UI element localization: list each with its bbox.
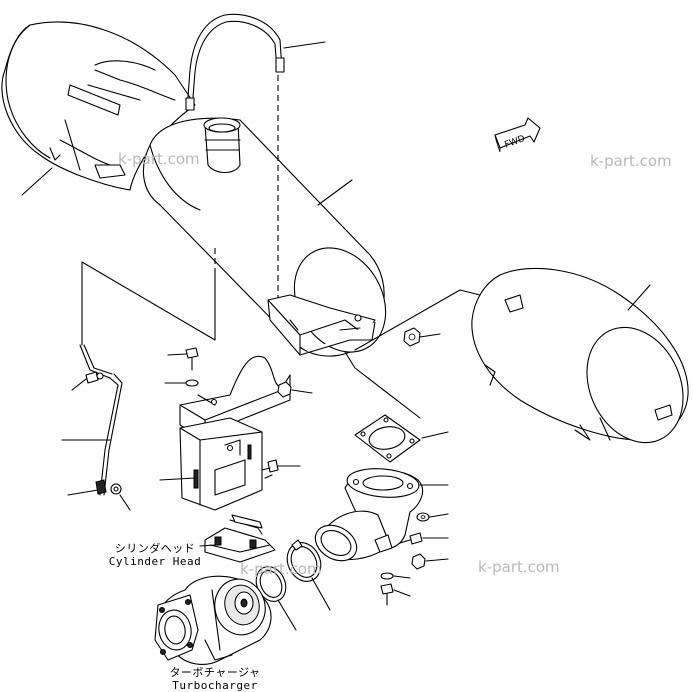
watermark-1: k-part.com [118, 150, 200, 168]
bottom-washer [380, 572, 394, 580]
washer [185, 379, 199, 387]
right-insulation-cover [471, 267, 689, 444]
lower-bracket-leader-line [159, 477, 196, 481]
muffler-leader-line [317, 179, 353, 206]
clip-leader-line [119, 494, 131, 511]
cylinder-head-label: シリンダヘッド Cylinder Head [100, 542, 210, 568]
cylinder-head-label-jp: シリンダヘッド [114, 542, 196, 555]
turbocharger-label-jp: ターボチャージャ [169, 666, 261, 679]
hex-nut-leader-line [291, 389, 313, 394]
seal-ring-leader-line [277, 599, 297, 631]
saddle-bracket [179, 355, 291, 441]
nut-leader-line [419, 333, 441, 338]
elbow-washer [416, 512, 430, 522]
elbow-washer-leader [429, 513, 449, 518]
bracket-group-outline [81, 261, 216, 341]
flange-nut [403, 327, 421, 347]
cover-callout-line [354, 289, 481, 351]
watermark-2: k-part.com [590, 152, 672, 170]
clamp-leader-line [311, 577, 331, 611]
cylinder-head-leader [199, 544, 216, 547]
turbocharger-label: ターボチャージャ Turbocharger [160, 666, 270, 692]
fwd-arrow-icon [494, 117, 541, 153]
elbow-nut [411, 553, 426, 570]
gasket-leader-line [421, 431, 449, 439]
exhaust-gasket [354, 414, 421, 463]
lower-support-bracket [179, 417, 263, 511]
cylinder-head-fragment [204, 514, 276, 563]
rod-clip [110, 483, 122, 495]
bracket-bolt [185, 347, 199, 371]
turbocharger [154, 575, 272, 665]
lower-bracket-bolt [261, 459, 279, 473]
left-insulation-cover [1, 21, 196, 191]
muffler-mount-bracket [267, 294, 376, 356]
muffler-strap-rod [185, 13, 285, 111]
v-band-clamp [286, 539, 322, 582]
stay-rod-leader-3 [67, 489, 99, 496]
right-cover-leader-line [627, 284, 651, 311]
watermark-4: k-part.com [240, 560, 322, 578]
bottom-bolt [380, 583, 394, 606]
cylinder-head-label-en: Cylinder Head [108, 555, 202, 568]
bottom-washer-leader [393, 575, 411, 579]
rod-leader-line [283, 41, 326, 49]
bottom-bolt-leader [393, 589, 411, 597]
turbocharger-label-en: Turbocharger [172, 679, 258, 692]
bracket-callout-line [344, 351, 421, 419]
elbow-bolt [399, 532, 423, 545]
bolt-leader-line [167, 353, 187, 356]
stay-rod-leader-1 [71, 378, 87, 391]
exhaust-elbow [314, 468, 424, 562]
lower-bolt-leader-2 [264, 474, 273, 479]
elbow-nut-leader [425, 558, 449, 562]
stay-rod [79, 344, 123, 496]
hex-nut [277, 381, 292, 398]
watermark-3: k-part.com [478, 558, 560, 576]
left-cover-leader-line [21, 167, 53, 196]
